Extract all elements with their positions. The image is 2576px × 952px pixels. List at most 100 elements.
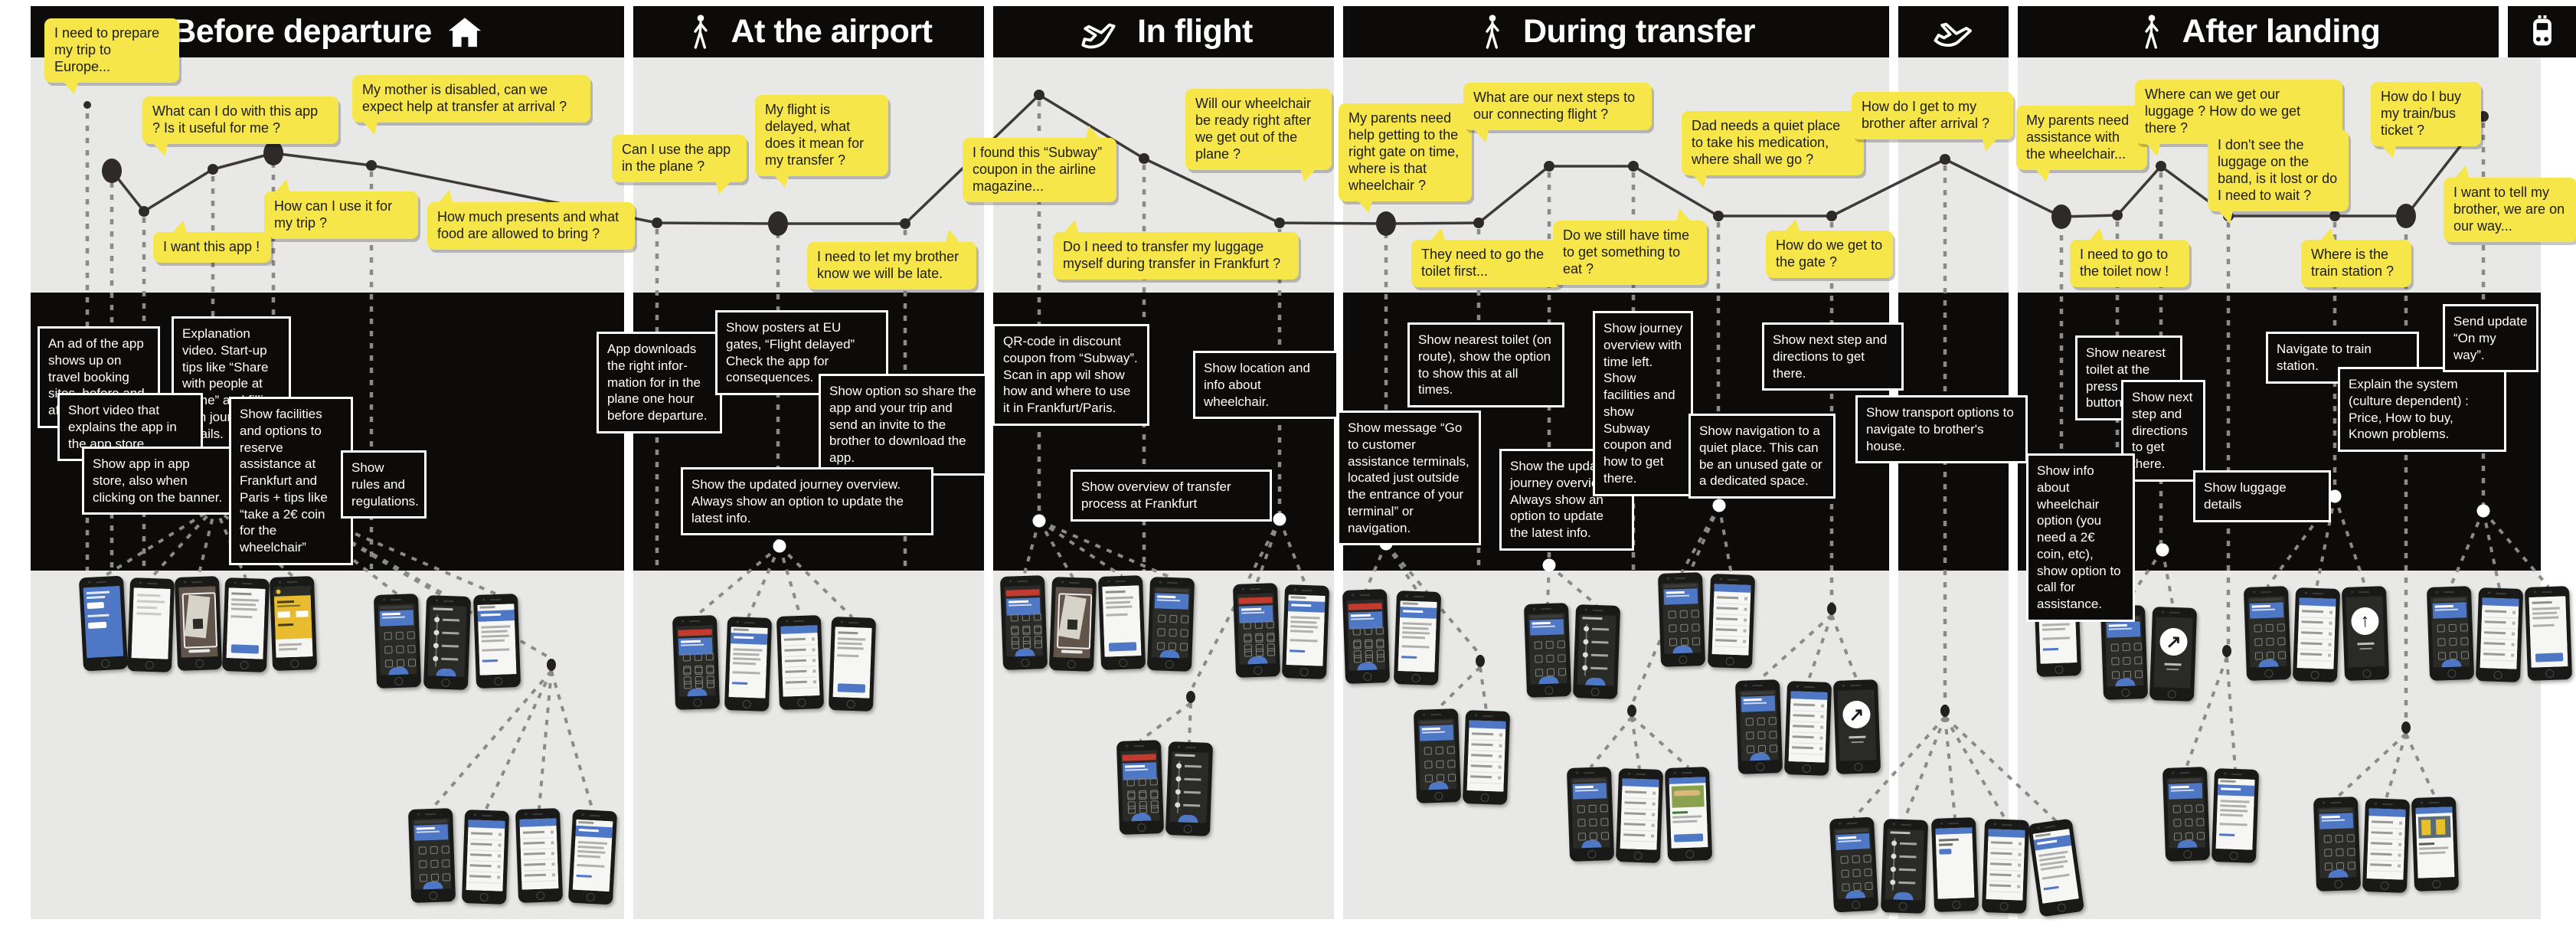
phone-screen [1151,587,1191,659]
phone-camera-icon [1627,772,1630,775]
phone-mockup [672,615,721,710]
phone-camera-icon [1009,580,1012,583]
phone-mockup [567,809,618,905]
phase-title: Before departure [172,13,432,50]
phone-mockup [515,808,564,903]
phone-screen [1053,587,1093,659]
phone-camera-icon [682,620,685,623]
phone-speaker-icon [1803,685,1815,689]
phone-screen [2529,596,2568,668]
person-walking-icon [2136,12,2167,52]
phone-mockup [1930,817,1979,912]
note-box: Show location and info about wheelchair. [1193,351,1339,420]
phone-mockup [1615,768,1664,863]
phone-mockup [78,575,129,672]
phone-camera-icon [1474,714,1477,717]
phone-screen [131,587,171,659]
phone-camera-icon [786,620,789,623]
phone-camera-icon [1892,823,1895,826]
phone-speaker-icon [2001,823,2012,826]
phone-mockup [2475,587,2524,682]
phone-camera-icon [2223,772,2226,775]
phone-speaker-icon [2381,803,2393,806]
speech-bubble: I found this “Subway” coupon in the airl… [963,126,1116,202]
phone-mockup [1829,816,1879,913]
phone-screen [2247,596,2287,668]
note-box: Show nearest toilet (on route), show the… [1407,322,1564,407]
phone-camera-icon [435,599,438,602]
note-box: QR-code in discount coupon from “Subway”… [992,324,1149,426]
phone-camera-icon [2351,591,2354,594]
phone-speaker-icon [425,813,436,816]
phone-mockup [1048,577,1097,672]
speech-bubble: I want this app ! [153,221,271,263]
phone-camera-icon [2436,591,2439,594]
note-box: Show facilities and options to reserve a… [229,397,353,565]
phone-speaker-icon [1541,607,1552,610]
phone-home-button-icon [1898,901,1907,911]
train-icon [2525,11,2559,53]
phone-screen [2415,806,2455,878]
phone-camera-icon [139,581,142,584]
phone-speaker-icon [2179,771,2191,774]
phone-home-button-icon [290,659,299,669]
phone-screen [226,587,266,659]
phone-screen: ↑ [2346,596,2385,668]
phone-home-button-icon [2493,670,2502,680]
phone-screen [1120,750,1160,822]
phone-mockup [1097,575,1146,670]
phone-home-button-icon [1545,685,1554,695]
phone-speaker-icon [2261,591,2272,594]
phone-speaker-icon [1250,587,1261,591]
phone-camera-icon [234,581,237,584]
phone-screen [2431,596,2470,668]
note-box: Show rules and regulations. [341,450,427,519]
phone-camera-icon [1242,587,1245,591]
phone-camera-icon [1719,577,1722,581]
phone-home-button-icon [1183,824,1192,834]
phone-screen [273,586,313,658]
phone-speaker-icon [1900,823,1911,826]
phone-home-button-icon [1363,672,1372,682]
phone-screen [477,604,517,676]
phase-header-train-onward [2508,6,2576,57]
phone-home-button-icon [2057,902,2067,913]
phone-camera-icon [1061,581,1064,584]
phone-screen: ↗ [1837,689,1877,761]
phone-home-button-icon [1587,849,1597,859]
phone-home-button-icon [1854,762,1863,772]
phone-speaker-icon [1413,595,1424,598]
phone-screen [83,585,124,659]
phone-speaker-icon [1846,822,1858,825]
note-box: Show next step and directions to get the… [1762,322,1904,391]
phone-camera-icon [417,813,420,816]
speech-bubble: What are our next steps to our connectin… [1463,83,1652,142]
note-box: Explain the system (culture dependent) :… [2338,367,2506,452]
phone-home-button-icon [2229,851,2238,861]
phone-speaker-icon [1430,713,1442,716]
phone-camera-icon [581,813,584,816]
phone-camera-icon [473,813,476,816]
phone-screen [2366,808,2406,880]
phone-home-button-icon [2432,879,2441,889]
phone-camera-icon [1839,822,1842,825]
phone-screen [1528,613,1568,685]
phone-home-button-icon [2310,670,2319,680]
phone-mockup [2243,586,2292,681]
phone-speaker-icon [2312,592,2323,595]
phone-home-button-icon [1756,762,1765,772]
phone-mockup [1523,603,1572,698]
home-icon [447,15,482,50]
phone-mockup: ↗ [2149,607,2198,702]
phone-camera-icon [1126,744,1129,748]
phone-home-button-icon [2334,879,2343,889]
phone-camera-icon [1940,822,1943,825]
phone-home-button-icon [2183,849,2192,859]
phone-screen [1711,584,1751,656]
phone-home-button-icon [429,891,438,901]
phone-camera-icon [2374,802,2377,805]
phone-camera-icon [1667,577,1670,580]
phone-camera-icon [482,598,485,601]
phone-mockup [2211,768,2260,863]
phone-mockup [1880,819,1929,914]
